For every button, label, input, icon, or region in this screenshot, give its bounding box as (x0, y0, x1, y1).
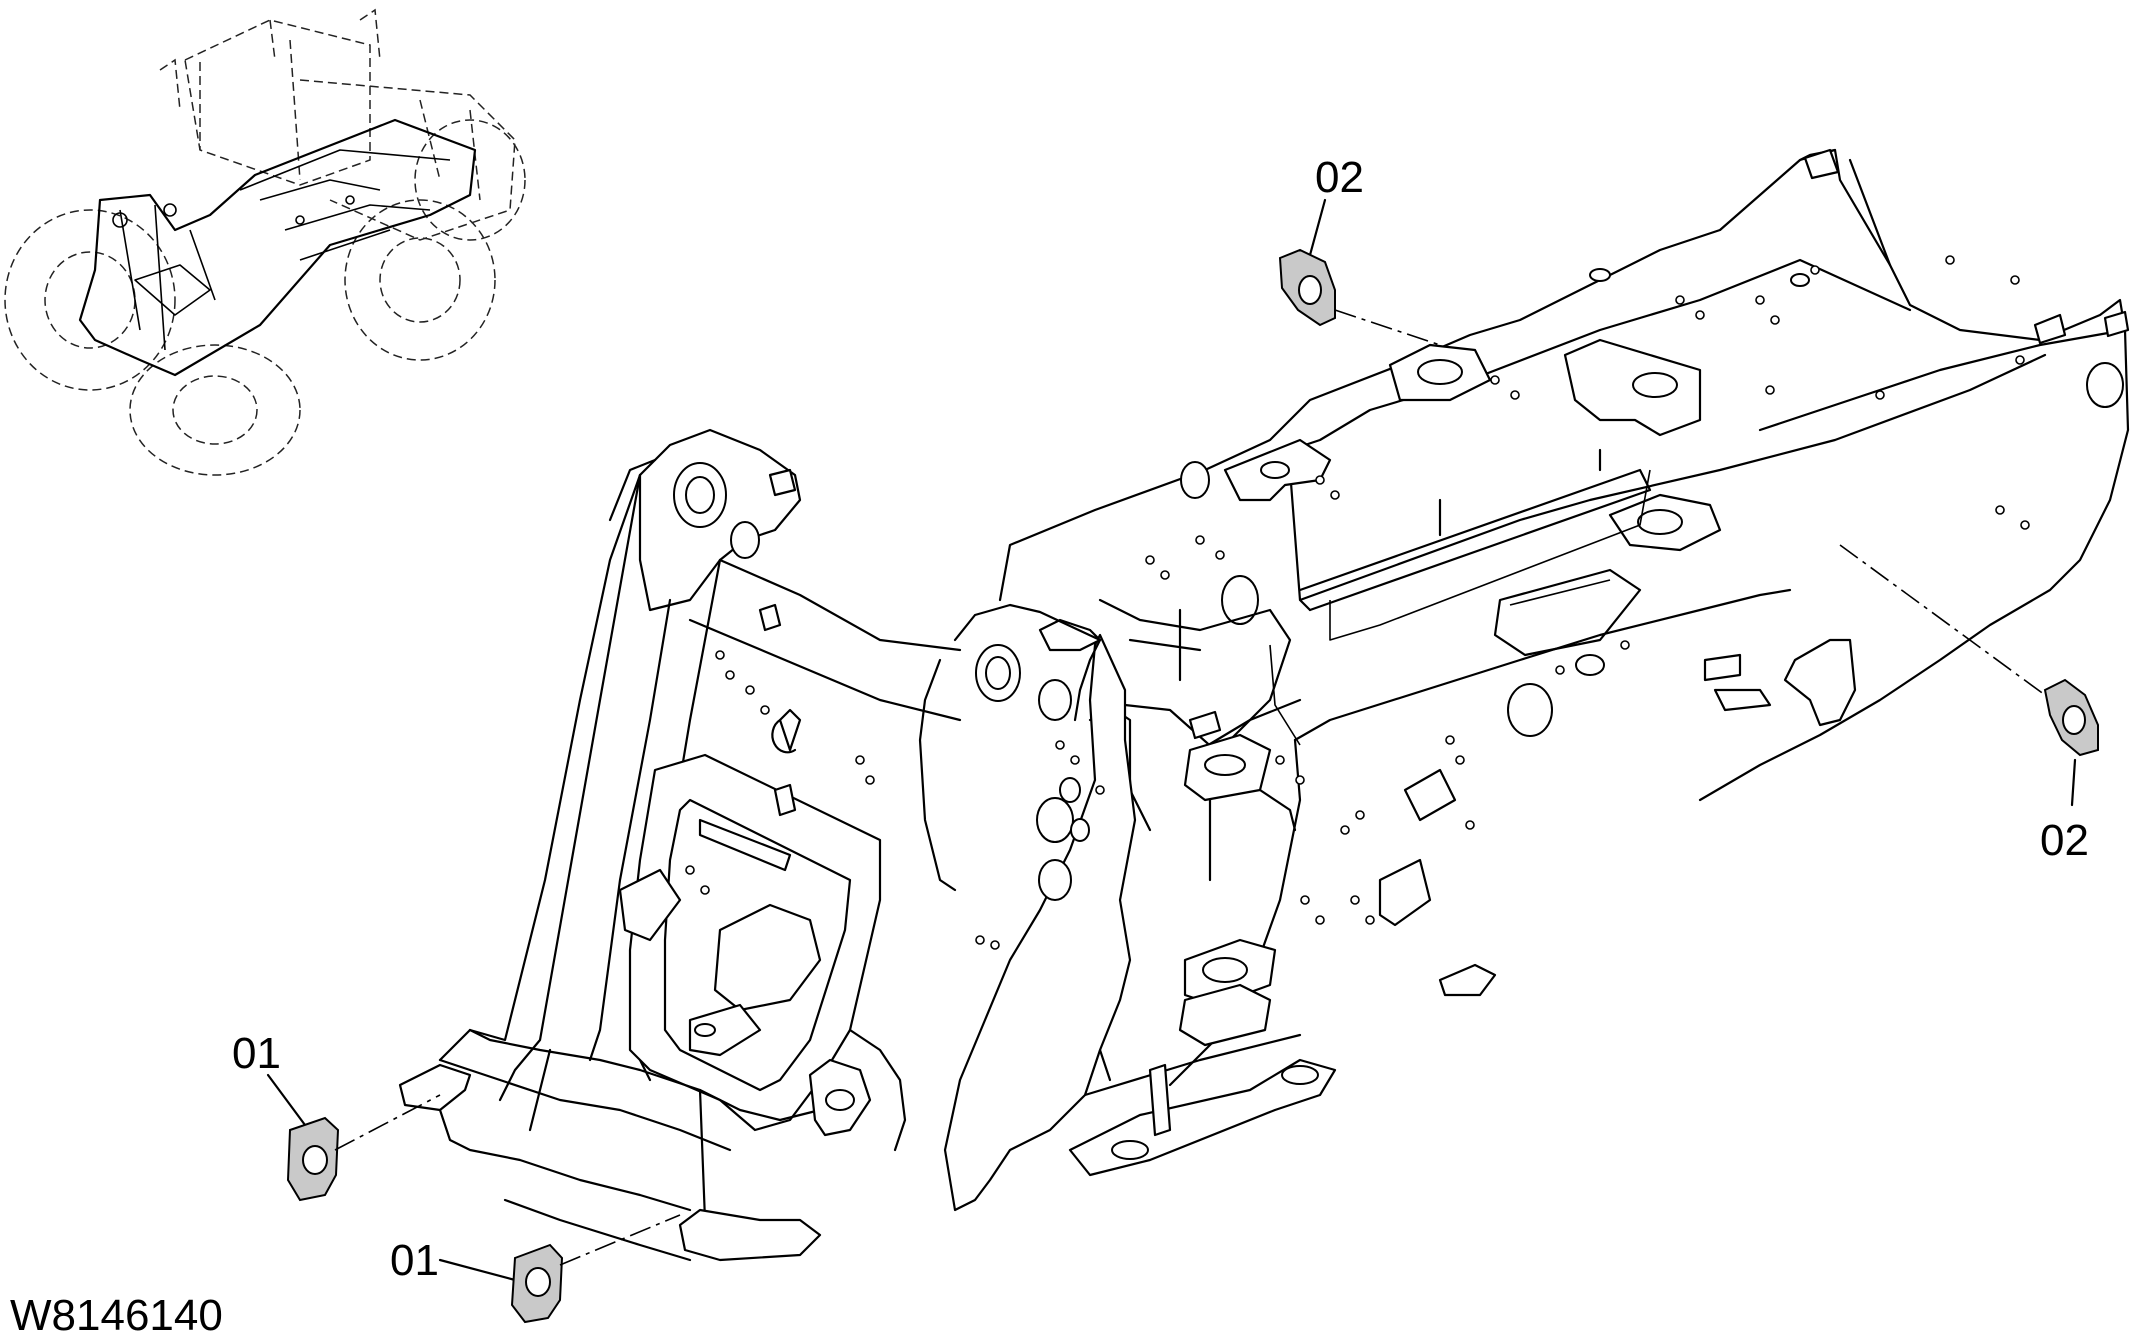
articulation-hitch (1068, 598, 1337, 1177)
callout-label: 01 (390, 1236, 439, 1285)
front-frame (398, 428, 1137, 1262)
lifting-eye-part-icon (1278, 248, 1336, 327)
callout-02-right: 02 (1839, 544, 2099, 865)
loader-main-frame (398, 148, 2130, 1262)
frame-bolts (685, 255, 2030, 950)
callout-02-top: 02 (1278, 153, 1441, 346)
callouts: 02 02 01 (232, 153, 2099, 1324)
callout-label: 01 (232, 1029, 281, 1078)
wheel-loader-overview-icon (4, 8, 526, 476)
figure-number: W8146140 (10, 1291, 223, 1340)
lifting-eye-part-icon (2043, 678, 2099, 757)
callout-label: 02 (1315, 153, 1364, 202)
callout-01-upper: 01 (232, 1029, 441, 1202)
callout-01-lower: 01 (390, 1214, 681, 1324)
rear-frame (998, 148, 2130, 1087)
lifting-eye-part-icon (286, 1116, 340, 1202)
lifting-eye-part-icon (510, 1243, 564, 1324)
callout-label: 02 (2040, 816, 2089, 865)
